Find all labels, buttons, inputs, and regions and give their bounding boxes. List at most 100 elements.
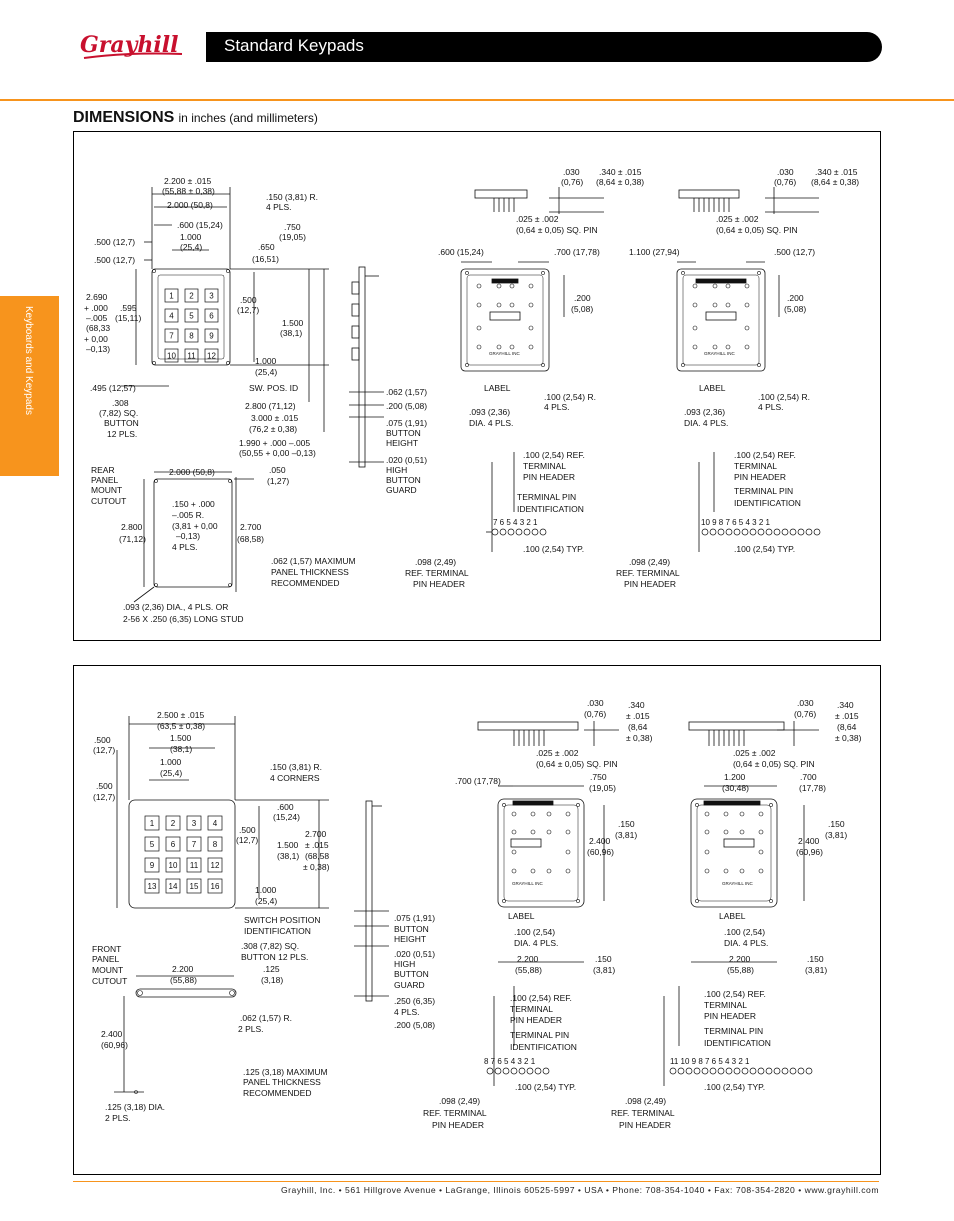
key-label: 15	[190, 882, 199, 891]
dim-3000: 3.000 ± .015	[251, 413, 298, 423]
dim-500-b: .500 (12,7)	[94, 255, 135, 265]
key-button	[186, 836, 202, 852]
p2-cut-125max-b: PANEL THICKNESS	[243, 1077, 321, 1087]
p2-cut-125: .125	[263, 964, 280, 974]
p2-cut-125dia-b: 2 PLS.	[105, 1113, 131, 1123]
p2rA-098-c: PIN HEADER	[432, 1120, 484, 1130]
dim-width-total: 2.200 ± .015	[164, 176, 211, 186]
dim-width-2000: 2.000 (50,8)	[167, 200, 213, 210]
cutout-2700-mm: (68,58)	[237, 534, 264, 544]
p2-dim-308-b: BUTTON 12 PLS.	[241, 952, 308, 962]
dimensions-title: DIMENSIONS	[73, 109, 175, 126]
key-label: 9	[150, 861, 155, 870]
p2-dim-500-mm: (12,7)	[93, 745, 115, 755]
p2-side-075-c: HEIGHT	[394, 934, 426, 944]
dim-side-020-d: GUARD	[386, 485, 417, 495]
rearA-340-mm: (8,64 ± 0,38)	[596, 177, 644, 187]
side-tab-label: Keyboards and Keypads	[23, 306, 34, 415]
p2rB-1200-mm: (30,48)	[722, 783, 749, 793]
p2rB-340-b: ± .015	[835, 711, 859, 721]
p2rB-term-id: TERMINAL PIN	[704, 1026, 763, 1036]
key-label: 11	[187, 352, 196, 361]
key-label: 3	[209, 292, 214, 301]
p2-front-b: PANEL	[92, 954, 120, 964]
rearB-100-b: 4 PLS.	[758, 402, 784, 412]
dim-1990: 1.990 + .000 –.005	[239, 438, 310, 448]
p2rB-025: .025 ± .002	[733, 748, 776, 758]
key-button	[186, 857, 202, 873]
key-button	[184, 328, 199, 343]
rearA-030: .030	[563, 167, 580, 177]
p2-dim-1000-mm: (25,4)	[160, 768, 182, 778]
key-button	[144, 857, 160, 873]
cutout-093-b: 2-56 X .250 (6,35) LONG STUD	[123, 614, 243, 624]
rearA-098-c: PIN HEADER	[413, 579, 465, 589]
p2rB-ref100: .100 (2,54) REF.	[704, 989, 766, 999]
p2-cut-125max: .125 (3,18) MAXIMUM	[243, 1067, 328, 1077]
dim-side-062: .062 (1,57)	[386, 387, 427, 397]
key-label: 13	[148, 882, 157, 891]
rearA-term-id-b: IDENTIFICATION	[517, 504, 584, 514]
key-button	[164, 348, 179, 363]
p2rB-term-id-b: IDENTIFICATION	[704, 1038, 771, 1048]
p2rB-098: .098 (2,49)	[625, 1096, 666, 1106]
p2-side-075-b: BUTTON	[394, 924, 429, 934]
dim-495: .495 (12,57)	[90, 383, 136, 393]
p2rA-term-id-b: IDENTIFICATION	[510, 1042, 577, 1052]
cutout-150-b: –.005 R.	[172, 510, 204, 520]
dim-side-075: .075 (1,91)	[386, 418, 427, 428]
key-button	[204, 348, 219, 363]
dim-1990-mm: (50,55 + 0,00 –0,13)	[239, 448, 316, 458]
dim-308: .308	[112, 398, 129, 408]
p2-dim-1000: 1.000	[160, 757, 182, 767]
p2rA-340-c: (8,64	[628, 722, 648, 732]
key-button	[165, 878, 181, 894]
p2-cut-2200-mm: (55,88)	[170, 975, 197, 985]
key-button	[184, 288, 199, 303]
rearB-340-mm: (8,64 ± 0,38)	[811, 177, 859, 187]
key-label: 5	[150, 840, 155, 849]
footer-contact: Grayhill, Inc. • 561 Hillgrove Avenue • …	[281, 1185, 879, 1195]
p2rB-340: .340	[837, 700, 854, 710]
p2rA-150b-mm: (3,81)	[593, 965, 615, 975]
p2rB-100-b: DIA. 4 PLS.	[724, 938, 768, 948]
p2-dim-308: .308 (7,82) SQ.	[241, 941, 299, 951]
key-label: 12	[211, 861, 220, 870]
header-divider	[0, 99, 954, 101]
p2rA-340-b: ± .015	[626, 711, 650, 721]
p2rB-340-d: ± 0,38)	[835, 733, 862, 743]
rearB-098: .098 (2,49)	[629, 557, 670, 567]
p2-front: FRONT	[92, 944, 121, 954]
p2rB-pin-numbers: 11 10 9 8 7 6 5 4 3 2 1	[670, 1057, 750, 1066]
rearB-ref100: .100 (2,54) REF.	[734, 450, 796, 460]
rearA-700: .700 (17,78)	[554, 247, 600, 257]
p2rB-098-c: PIN HEADER	[619, 1120, 671, 1130]
key-label: 10	[167, 352, 176, 361]
key-button	[164, 288, 179, 303]
p2rA-030-mm: (0,76)	[584, 709, 606, 719]
dim-side-075-b: BUTTON	[386, 428, 421, 438]
rearA-098-b: REF. TERMINAL	[405, 568, 469, 578]
p2rA-ref100-c: PIN HEADER	[510, 1015, 562, 1025]
dim-2800: 2.800 (71,12)	[245, 401, 296, 411]
grayhill-logo: Grayhill	[78, 28, 198, 73]
key-button	[207, 878, 223, 894]
key-label: 7	[169, 332, 174, 341]
p2-dim-2500-mm: (63,5 ± 0,38)	[157, 721, 205, 731]
key-button	[165, 836, 181, 852]
rearB-030: .030	[777, 167, 794, 177]
rearA-025-mm: (0,64 ± 0,05) SQ. PIN	[516, 225, 598, 235]
rearB-term-id: TERMINAL PIN	[734, 486, 793, 496]
rearA-100: .100 (2,54) R.	[544, 392, 596, 402]
dim-308-b: (7,82) SQ.	[99, 408, 138, 418]
rearB-1100: 1.100 (27,94)	[629, 247, 680, 257]
p2rA-030: .030	[587, 698, 604, 708]
p2-dim-500p-mm: (12,7)	[236, 835, 258, 845]
rearB-025: .025 ± .002	[716, 214, 759, 224]
cutout-2800-mm: (71,12)	[119, 534, 146, 544]
dim-radius-150: .150 (3,81) R.	[266, 192, 318, 202]
p2-side-020: .020 (0,51)	[394, 949, 435, 959]
key-button	[186, 878, 202, 894]
